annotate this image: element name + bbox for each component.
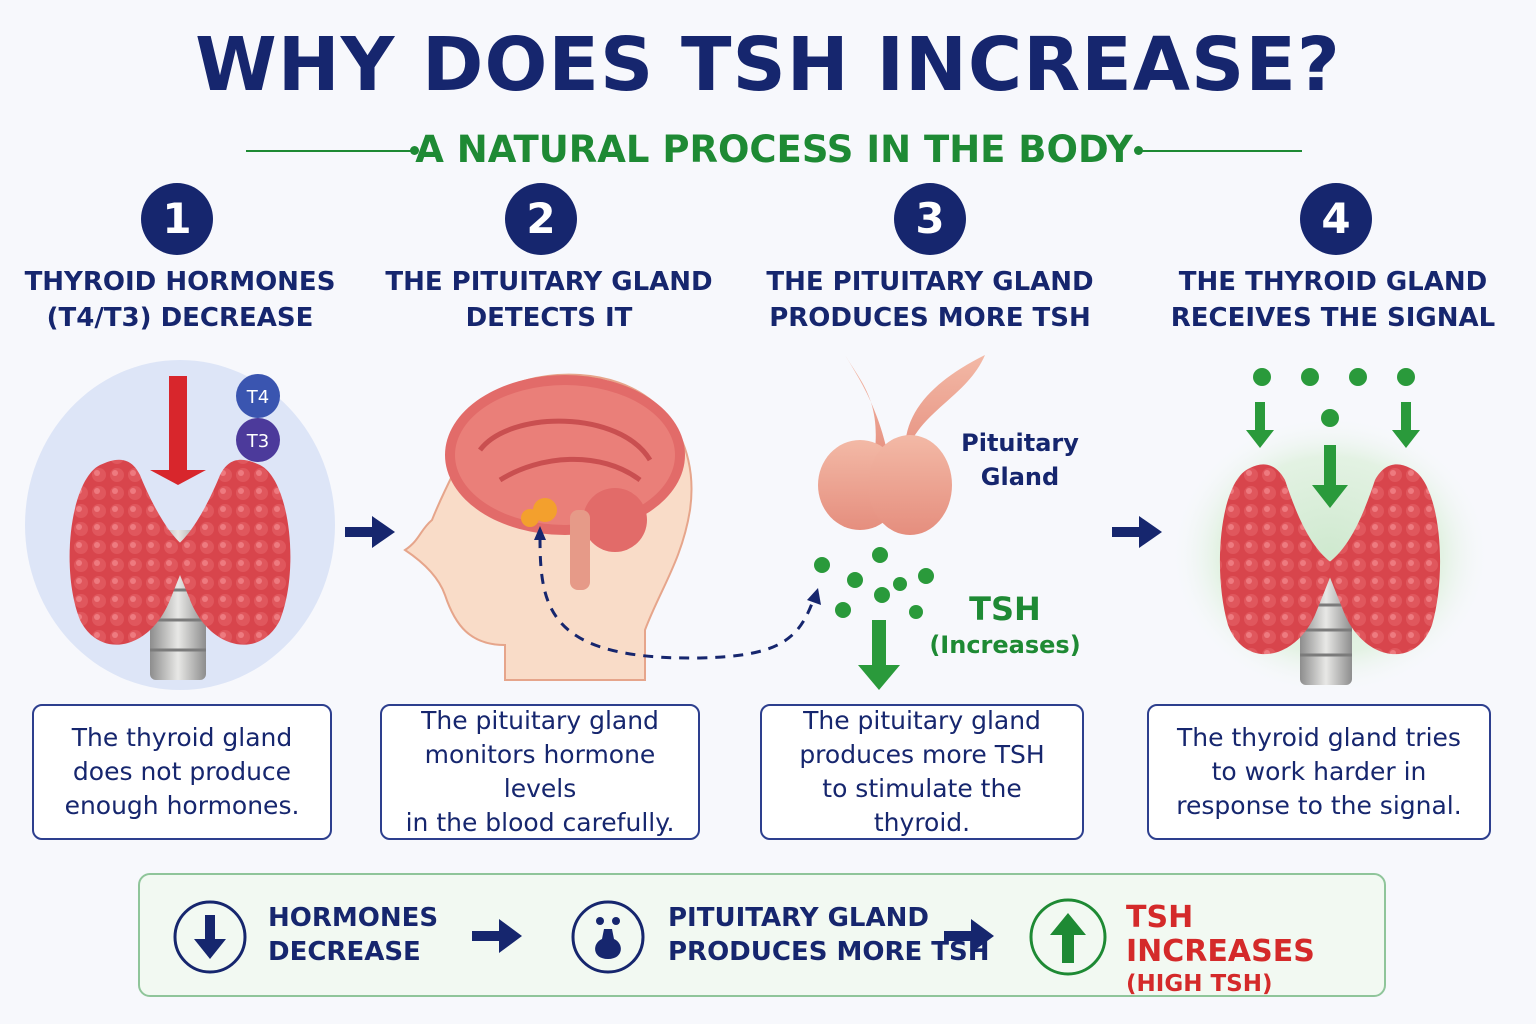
summary-tsh-main: TSH INCREASES [1126, 900, 1315, 969]
flow-arrow-icon [944, 919, 994, 953]
down-arrow-icon [173, 900, 247, 974]
process-illustration: T4 T3 [25, 355, 1490, 695]
summary-hormones-decrease: HORMONES DECREASE [268, 903, 439, 967]
summary-tsh-sub: (HIGH TSH) [1126, 971, 1273, 997]
thyroid-receive-illustration [1170, 368, 1490, 695]
step-2-number: 2 [505, 183, 577, 255]
step-3-number: 3 [894, 183, 966, 255]
pituitary-gland-icon [571, 900, 645, 974]
step-3-description: The pituitary gland produces more TSH to… [799, 706, 1045, 837]
tsh-label-sub: (Increases) [929, 631, 1081, 659]
summary-tsh-increases: TSH INCREASES (HIGH TSH) [1126, 901, 1384, 999]
flow-arrow-icon [472, 919, 522, 953]
step-2-description: The pituitary gland monitors hormone lev… [405, 706, 675, 837]
step-4-description-box: The thyroid gland tries to work harder i… [1147, 704, 1491, 840]
page-title: WHY DOES TSH INCREASE? [195, 22, 1341, 108]
page-subtitle: A NATURAL PROCESS IN THE BODY [415, 128, 1133, 171]
subtitle-rule-right [1138, 150, 1302, 152]
step-3-title: THE PITUITARY GLAND PRODUCES MORE TSH [766, 267, 1094, 333]
head-brain-illustration [403, 373, 821, 681]
up-arrow-icon [1029, 898, 1107, 976]
summary-bar: HORMONES DECREASE PITUITARY GLAND PRODUC… [138, 873, 1386, 997]
tsh-label-main: TSH [969, 590, 1041, 628]
step-1-description-box: The thyroid gland does not produce enoug… [32, 704, 332, 840]
t4-label: T4 [246, 387, 269, 408]
step-3-description-box: The pituitary gland produces more TSH to… [760, 704, 1084, 840]
pituitary-gland-illustration [814, 355, 985, 690]
step-2-title: THE PITUITARY GLAND DETECTS IT [385, 267, 713, 333]
subtitle-dot-left [410, 146, 419, 155]
subtitle-rule-left [246, 150, 414, 152]
tsh-label: TSH (Increases) [925, 590, 1085, 662]
step-4-title: THE THYROID GLAND RECEIVES THE SIGNAL [1170, 267, 1496, 333]
flow-arrow-icon [1112, 516, 1162, 548]
step-1-number: 1 [141, 183, 213, 255]
step-4-number: 4 [1300, 183, 1372, 255]
step-1-description: The thyroid gland does not produce enoug… [64, 723, 300, 820]
t3-label: T3 [246, 431, 269, 452]
step-2-description-box: The pituitary gland monitors hormone lev… [380, 704, 700, 840]
flow-arrow-icon [345, 516, 395, 548]
subtitle-bar: A NATURAL PROCESS IN THE BODY [246, 128, 1302, 172]
pituitary-label: Pituitary Gland [961, 429, 1079, 491]
summary-pituitary-produces: PITUITARY GLAND PRODUCES MORE TSH [668, 903, 990, 967]
step-4-description: The thyroid gland tries to work harder i… [1176, 723, 1462, 820]
step-1-title: THYROID HORMONES (T4/T3) DECREASE [24, 267, 336, 333]
thyroid-decrease-illustration: T4 T3 [25, 360, 335, 690]
